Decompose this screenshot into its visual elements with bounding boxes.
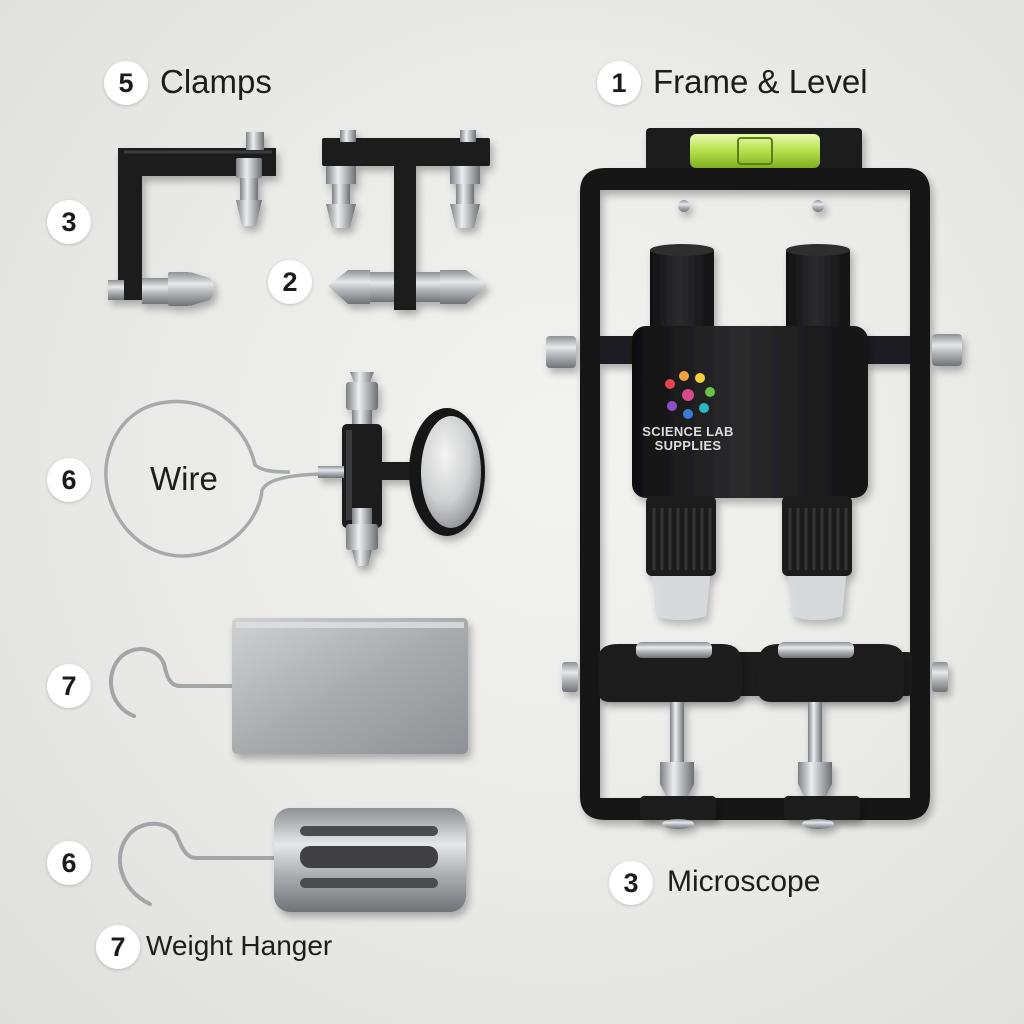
hook-block [108,618,468,754]
label-clamps: Clamps [160,63,272,100]
brand-line-2: SUPPLIES [654,438,722,453]
wire-loop [104,399,332,558]
clamp-double [322,130,490,310]
wire-mount [318,372,485,566]
label-weight-hanger: Weight Hanger [146,930,333,961]
clamp-small [108,132,276,306]
label-wire: Wire [150,460,218,497]
badge-clamp-double: 2 [268,260,312,304]
badge-microscope: 3 [609,861,653,905]
badge-wire: 6 [47,458,91,502]
badge-clamps: 5 [104,61,148,105]
brand-text: SCIENCE LAB SUPPLIES [632,425,744,453]
label-frame-level: Frame & Level [653,63,868,100]
stage-clamps [598,642,904,829]
brand-line-1: SCIENCE LAB [642,424,734,439]
badge-clamp-small: 3 [47,200,91,244]
badge-hook-block: 7 [47,664,91,708]
badge-frame-level: 1 [597,61,641,105]
badge-weight-hanger: 7 [96,925,140,969]
logo-icon [665,371,715,419]
label-microscope: Microscope [667,865,821,898]
badge-hook-cylinder: 6 [47,841,91,885]
hook-cylinder [118,808,466,912]
microscope [632,244,868,620]
